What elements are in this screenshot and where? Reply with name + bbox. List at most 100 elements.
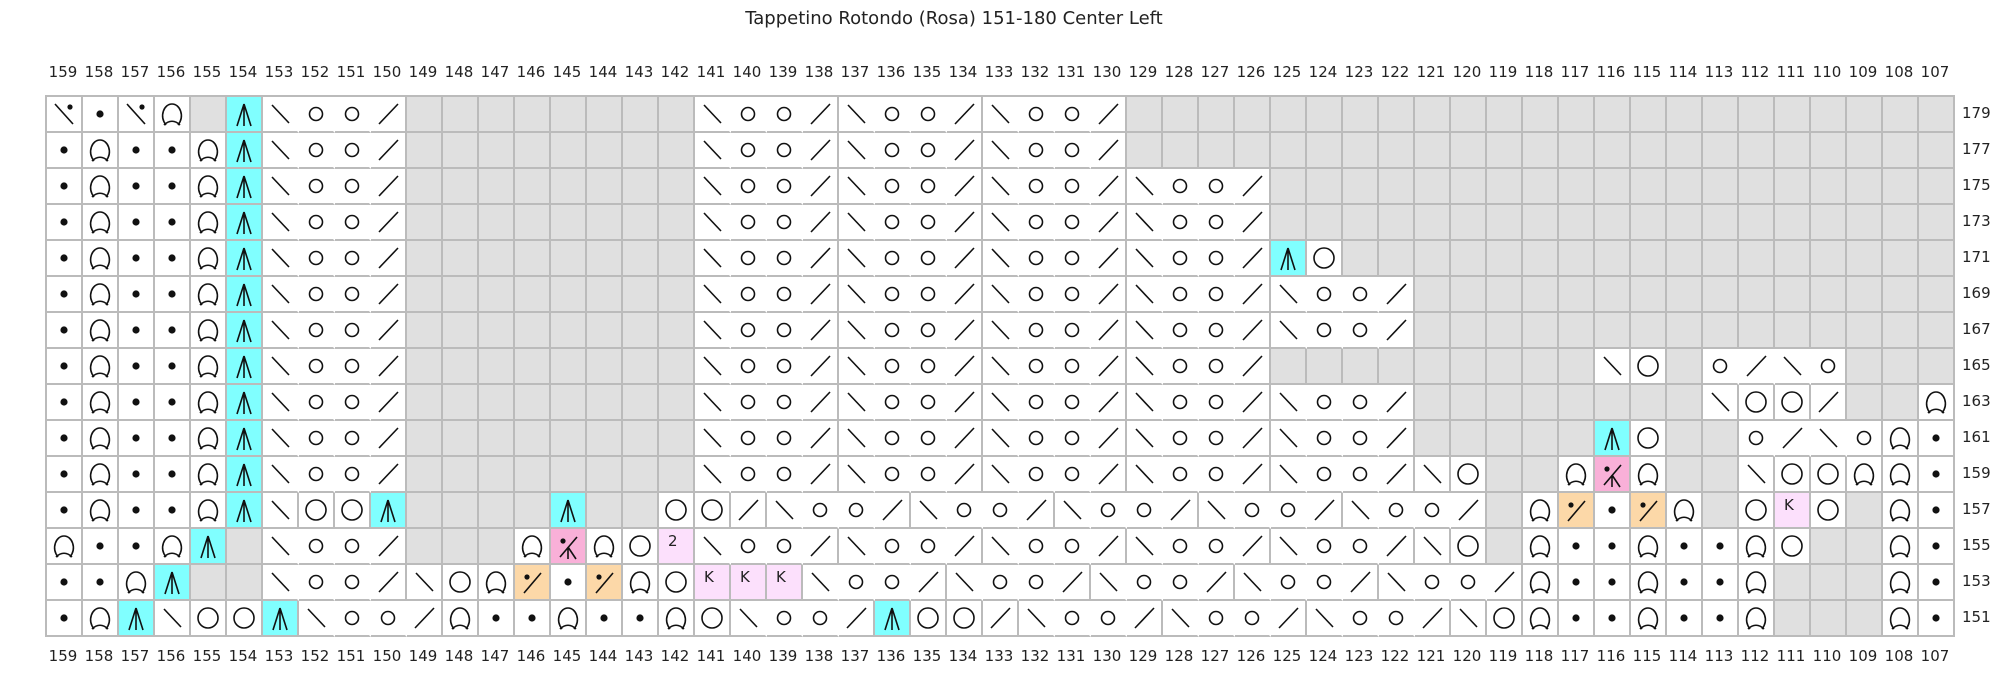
stitch-cell-175-128 <box>1163 169 1199 205</box>
empty-cell <box>1559 277 1595 313</box>
stitch-cell-171-133 <box>983 241 1019 277</box>
right-slant-decrease-icon <box>378 247 399 269</box>
stitch-cell-155-138 <box>803 529 839 565</box>
empty-cell <box>1883 241 1919 277</box>
empty-cell <box>623 385 659 421</box>
stitch-cell-157-127 <box>1199 493 1235 529</box>
column-number: 120 <box>1452 63 1482 81</box>
empty-cell <box>1739 169 1775 205</box>
stitch-cell-179-153 <box>263 97 299 133</box>
stitch-cell-169-132 <box>1019 277 1055 313</box>
empty-cell <box>1343 97 1379 133</box>
yarn-over-icon <box>1100 610 1116 626</box>
stitch-cell-159-117 <box>1559 457 1595 493</box>
central-double-decrease-icon <box>272 607 288 631</box>
stitch-cell-161-137 <box>839 421 875 457</box>
stitch-cell-159-158 <box>83 457 119 493</box>
stitch-cell-151-138 <box>803 601 839 637</box>
stitch-cell-151-142 <box>659 601 695 637</box>
stitch-cell-175-153 <box>263 169 299 205</box>
stitch-cell-161-151 <box>335 421 371 457</box>
stitch-cell-151-145 <box>551 601 587 637</box>
k-stitch-icon: K <box>740 568 750 586</box>
stitch-cell-169-141 <box>695 277 731 313</box>
stitch-cell-171-129 <box>1127 241 1163 277</box>
purl-dot-icon <box>132 146 140 154</box>
empty-cell <box>443 385 479 421</box>
stitch-cell-153-143 <box>623 565 659 601</box>
stitch-cell-179-134 <box>947 97 983 133</box>
yarn-over-icon <box>1244 610 1260 626</box>
stitch-cell-177-150 <box>371 133 407 169</box>
purl-right-decrease-icon <box>1567 500 1586 522</box>
empty-cell <box>551 241 587 277</box>
stitch-cell-165-115 <box>1631 349 1667 385</box>
column-number: 136 <box>876 647 906 665</box>
stitch-cell-165-130 <box>1091 349 1127 385</box>
stitch-cell-177-130 <box>1091 133 1127 169</box>
stitch-cell-157-130 <box>1091 493 1127 529</box>
yarn-over-icon <box>740 430 756 446</box>
empty-cell <box>1559 97 1595 133</box>
left-slant-decrease-icon <box>991 392 1010 412</box>
stitch-cell-177-157 <box>119 133 155 169</box>
stitch-cell-151-117 <box>1559 601 1595 637</box>
stitch-cell-155-153 <box>263 529 299 565</box>
column-number: 120 <box>1452 647 1482 665</box>
stitch-cell-179-130 <box>1091 97 1127 133</box>
right-slant-decrease-icon <box>1026 499 1047 521</box>
right-slant-decrease-icon <box>1098 283 1119 305</box>
yarn-over-icon <box>740 106 756 122</box>
empty-cell <box>1631 205 1667 241</box>
empty-cell <box>479 169 515 205</box>
stitch-cell-151-132 <box>1019 601 1055 637</box>
empty-cell <box>1595 385 1631 421</box>
stitch-cell-153-128 <box>1163 565 1199 601</box>
stitch-cell-153-119 <box>1487 565 1523 601</box>
twisted-stitch-icon <box>197 499 219 522</box>
stitch-cell-151-122 <box>1379 601 1415 637</box>
empty-cell <box>1703 457 1739 493</box>
empty-cell <box>1919 97 1955 133</box>
yarn-over-icon <box>776 538 792 554</box>
stitch-cell-155-129 <box>1127 529 1163 565</box>
yarn-over-icon <box>1457 463 1479 485</box>
stitch-cell-167-124 <box>1307 313 1343 349</box>
stitch-cell-153-145 <box>551 565 587 601</box>
right-slant-decrease-icon <box>810 211 831 233</box>
column-number: 107 <box>1920 63 1950 81</box>
column-number: 114 <box>1668 63 1698 81</box>
stitch-cell-151-156 <box>155 601 191 637</box>
stitch-cell-161-150 <box>371 421 407 457</box>
empty-cell <box>407 313 443 349</box>
empty-cell <box>1667 169 1703 205</box>
stitch-cell-175-132 <box>1019 169 1055 205</box>
stitch-cell-153-122 <box>1379 565 1415 601</box>
empty-cell <box>1919 313 1955 349</box>
empty-cell <box>1343 133 1379 169</box>
yarn-over-icon <box>233 607 255 629</box>
stitch-cell-159-139 <box>767 457 803 493</box>
twisted-stitch-icon <box>89 247 111 270</box>
empty-cell <box>1883 313 1919 349</box>
right-slant-decrease-icon <box>954 247 975 269</box>
stitch-cell-151-126 <box>1235 601 1271 637</box>
twisted-stitch-icon <box>89 607 111 630</box>
right-slant-decrease-icon <box>1098 319 1119 341</box>
stitch-cell-175-133 <box>983 169 1019 205</box>
stitch-cell-151-154 <box>227 601 263 637</box>
column-number: 139 <box>768 63 798 81</box>
empty-cell <box>479 241 515 277</box>
yarn-over-icon <box>1316 322 1332 338</box>
stitch-cell-169-134 <box>947 277 983 313</box>
yarn-over-icon <box>380 610 396 626</box>
yarn-over-icon <box>1064 466 1080 482</box>
stitch-cell-155-157 <box>119 529 155 565</box>
yarn-over-icon <box>884 106 900 122</box>
empty-cell <box>1847 313 1883 349</box>
yarn-over-icon <box>308 106 324 122</box>
column-number: 126 <box>1236 647 1266 665</box>
purl-dot-icon <box>1608 578 1616 586</box>
purl-dot-icon <box>132 398 140 406</box>
right-slant-decrease-icon <box>810 427 831 449</box>
